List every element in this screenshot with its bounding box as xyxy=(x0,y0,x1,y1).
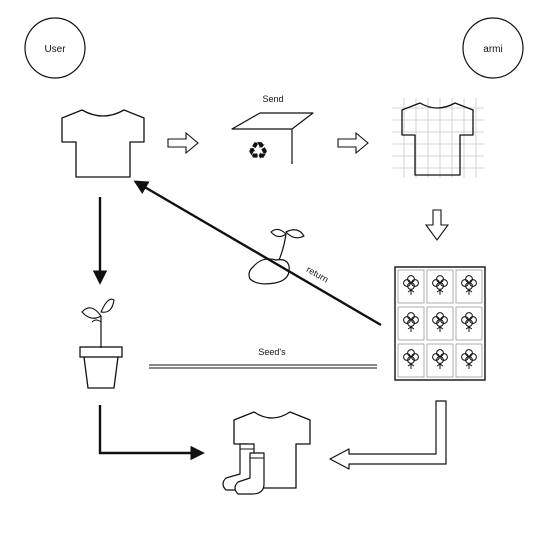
armi-node: armi xyxy=(462,17,524,79)
cotton-flower-icon xyxy=(432,275,448,295)
cotton-flower-icon xyxy=(432,312,448,332)
cotton-flower-icon xyxy=(403,312,419,332)
cotton-flower-icon xyxy=(403,275,419,295)
cotton-flower-icon xyxy=(461,312,477,332)
potted-plant-icon xyxy=(79,298,123,389)
shelter-icon xyxy=(231,112,314,164)
arrow-to-products xyxy=(98,405,205,461)
return-arrow xyxy=(133,180,382,327)
cotton-grid-icon xyxy=(394,266,486,381)
user-node: User xyxy=(24,17,86,79)
armi-label: armi xyxy=(483,44,502,55)
socks-icon xyxy=(222,443,265,495)
user-label: User xyxy=(44,44,66,55)
t-shirt-grid-icon xyxy=(392,98,484,178)
send-label: Send xyxy=(262,94,283,104)
seeds-label: Seed's xyxy=(258,347,286,357)
svg-text:♻: ♻ xyxy=(247,138,269,165)
cotton-flower-icon xyxy=(461,275,477,295)
arrow-down-icon xyxy=(424,209,450,241)
cotton-flower-icon xyxy=(461,349,477,369)
arrow-right-icon xyxy=(337,131,369,155)
cotton-flower-icon xyxy=(432,349,448,369)
recycle-icon: ♻ xyxy=(247,138,269,165)
t-shirt-icon xyxy=(61,109,145,178)
arrow-to-products-hollow xyxy=(329,400,447,470)
cotton-flower-icon xyxy=(403,349,419,369)
seed-sprout-icon xyxy=(248,228,305,285)
arrow-right-icon xyxy=(167,131,199,155)
